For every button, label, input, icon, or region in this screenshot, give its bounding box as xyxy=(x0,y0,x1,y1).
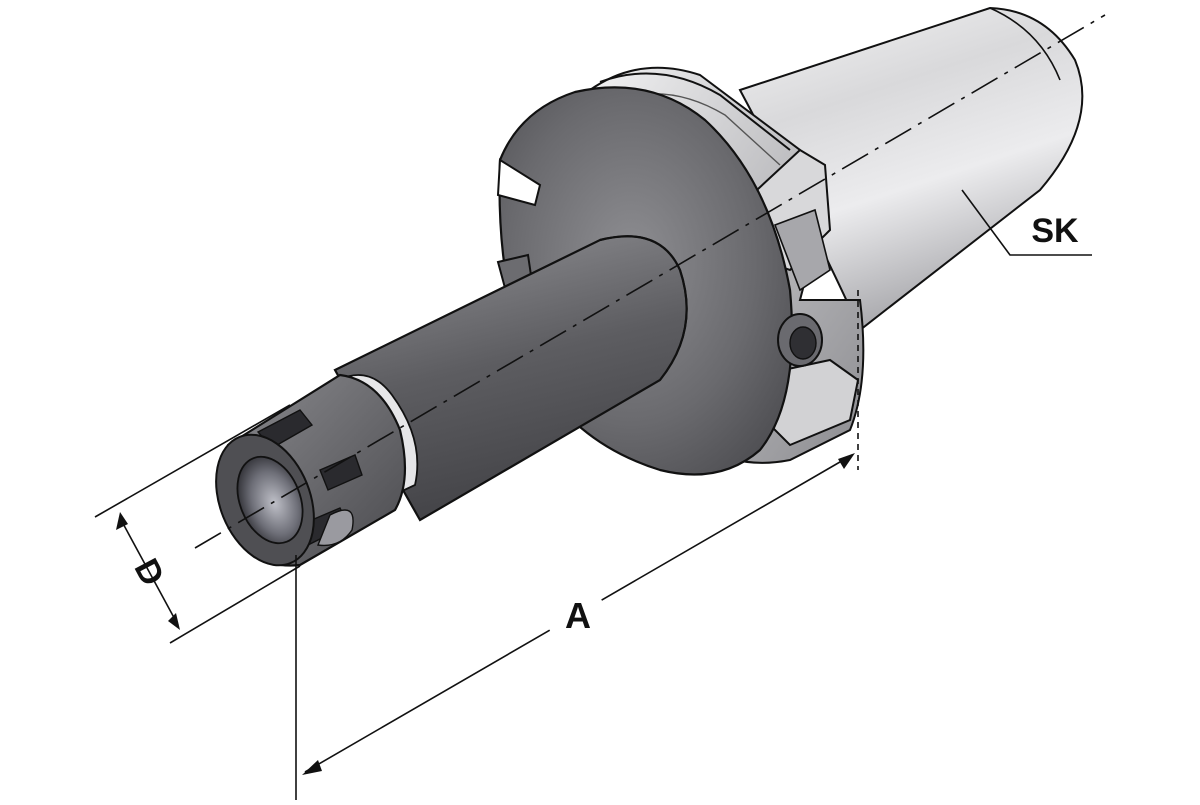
collet-nut xyxy=(215,373,407,567)
label-sk: SK xyxy=(1031,212,1079,250)
center-axis-line xyxy=(194,14,1106,549)
dimension-a: A xyxy=(295,290,859,800)
label-a: A xyxy=(565,595,591,636)
extension-shaft xyxy=(333,235,688,522)
leader-sk: SK xyxy=(961,189,1092,256)
label-d: D xyxy=(127,553,172,593)
collet-bore xyxy=(236,455,304,545)
